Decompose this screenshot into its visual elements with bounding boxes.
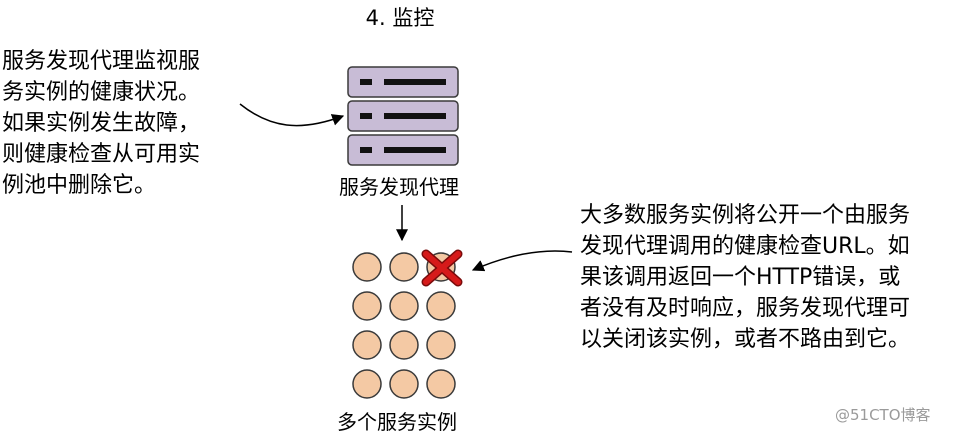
left-annotation-line: 例池中删除它。 bbox=[2, 173, 157, 198]
service-instance bbox=[352, 291, 382, 321]
service-instance bbox=[426, 291, 456, 321]
failed-instance-x-icon bbox=[421, 249, 463, 287]
service-instance bbox=[389, 369, 419, 399]
diagram-title: 4. 监控 bbox=[365, 6, 435, 30]
server-unit bbox=[347, 66, 459, 98]
left-annotation-line: 服务发现代理监视服 bbox=[2, 49, 201, 74]
service-instance bbox=[352, 252, 382, 282]
server-unit bbox=[347, 134, 459, 166]
service-instance bbox=[352, 330, 382, 360]
right-annotation-line: 果该调用返回一个HTTP错误，或 bbox=[580, 265, 901, 290]
server-label: 服务发现代理 bbox=[339, 175, 459, 199]
service-instance bbox=[389, 291, 419, 321]
left-annotation-line: 务实例的健康状况。 bbox=[2, 80, 201, 105]
right-annotation: 大多数服务实例将公开一个由服务 发现代理调用的健康检查URL。如 果该调用返回一… bbox=[580, 200, 910, 355]
right-annotation-line: 者没有及时响应，服务发现代理可 bbox=[580, 296, 911, 321]
right-annotation-line: 大多数服务实例将公开一个由服务 bbox=[580, 203, 911, 228]
right-annotation-line: 发现代理调用的健康检查URL。如 bbox=[580, 234, 910, 259]
left-annotation-line: 则健康检查从可用实 bbox=[2, 142, 201, 167]
service-instance bbox=[426, 330, 456, 360]
right-annotation-arrow bbox=[471, 250, 573, 272]
service-instance bbox=[426, 369, 456, 399]
right-annotation-line: 以关闭该实例，或者不路由到它。 bbox=[580, 327, 911, 352]
left-annotation-arrow bbox=[239, 103, 345, 127]
service-instance bbox=[389, 252, 419, 282]
instances-label: 多个服务实例 bbox=[337, 410, 457, 434]
service-instance bbox=[352, 369, 382, 399]
watermark: @51CTO博客 bbox=[835, 406, 931, 424]
left-annotation-line: 如果实例发生故障， bbox=[2, 111, 201, 136]
left-annotation: 服务发现代理监视服 务实例的健康状况。 如果实例发生故障， 则健康检查从可用实 … bbox=[2, 46, 200, 201]
service-instance bbox=[389, 330, 419, 360]
server-stack-icon bbox=[347, 66, 459, 166]
server-unit bbox=[347, 100, 459, 132]
